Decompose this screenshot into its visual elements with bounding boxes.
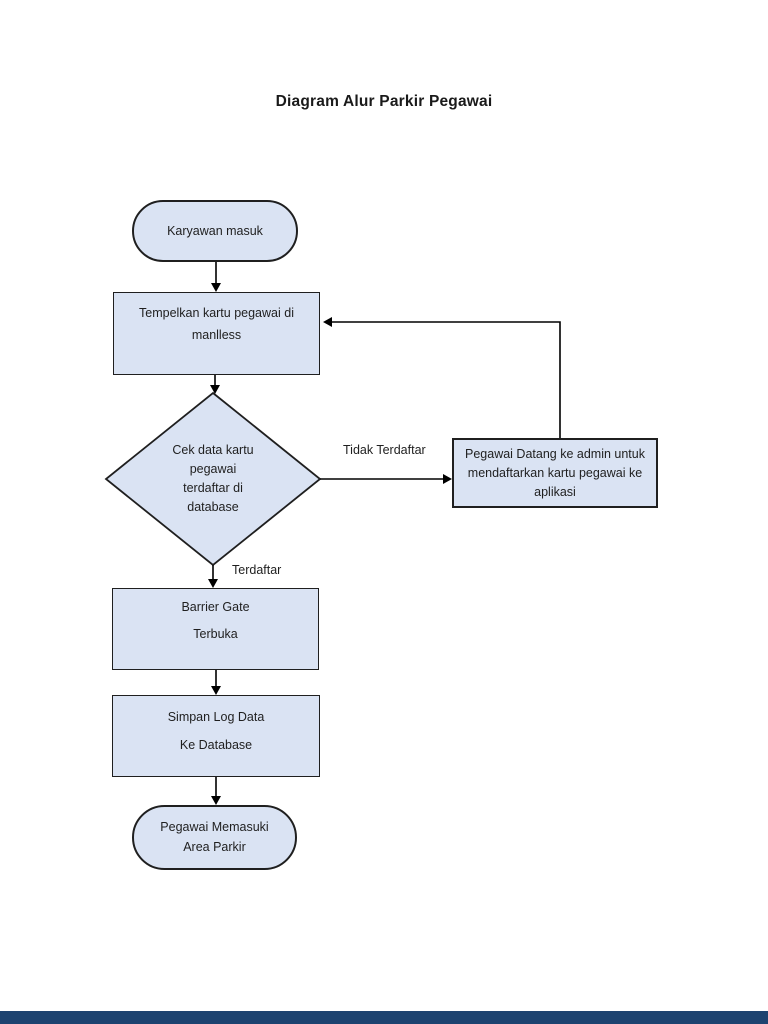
page-title: Diagram Alur Parkir Pegawai: [275, 93, 493, 110]
node-start-karyawan-masuk: Karyawan masuk: [132, 200, 298, 262]
arrow-register-to-tap-feedback: [323, 317, 561, 438]
arrow-decision-to-barrier: [208, 565, 218, 588]
arrow-decision-to-register: [320, 474, 452, 484]
node-end-pegawai-memasuki: Pegawai Memasuki Area Parkir: [132, 805, 297, 870]
arrow-tap-to-decision: [210, 375, 220, 394]
node-decision-cek-data-kartu-label: Cek data kartu pegawai terdaftar di data…: [172, 443, 254, 514]
footer-bar: [0, 1011, 768, 1024]
arrow-start-to-tap: [211, 262, 221, 292]
node-process-daftar-admin: Pegawai Datang ke admin untuk mendaftark…: [452, 438, 658, 508]
arrow-barrier-to-savelog: [211, 670, 221, 695]
arrow-savelog-to-end: [211, 777, 221, 805]
node-process-simpan-log: Simpan Log Data Ke Database: [112, 695, 320, 777]
node-process-barrier-gate: Barrier Gate Terbuka: [112, 588, 319, 670]
edge-label-tidak-terdaftar: Tidak Terdaftar: [343, 443, 426, 457]
edge-label-terdaftar: Terdaftar: [232, 563, 282, 577]
node-process-tempelkan-kartu: Tempelkan kartu pegawai di manlless: [113, 292, 320, 375]
